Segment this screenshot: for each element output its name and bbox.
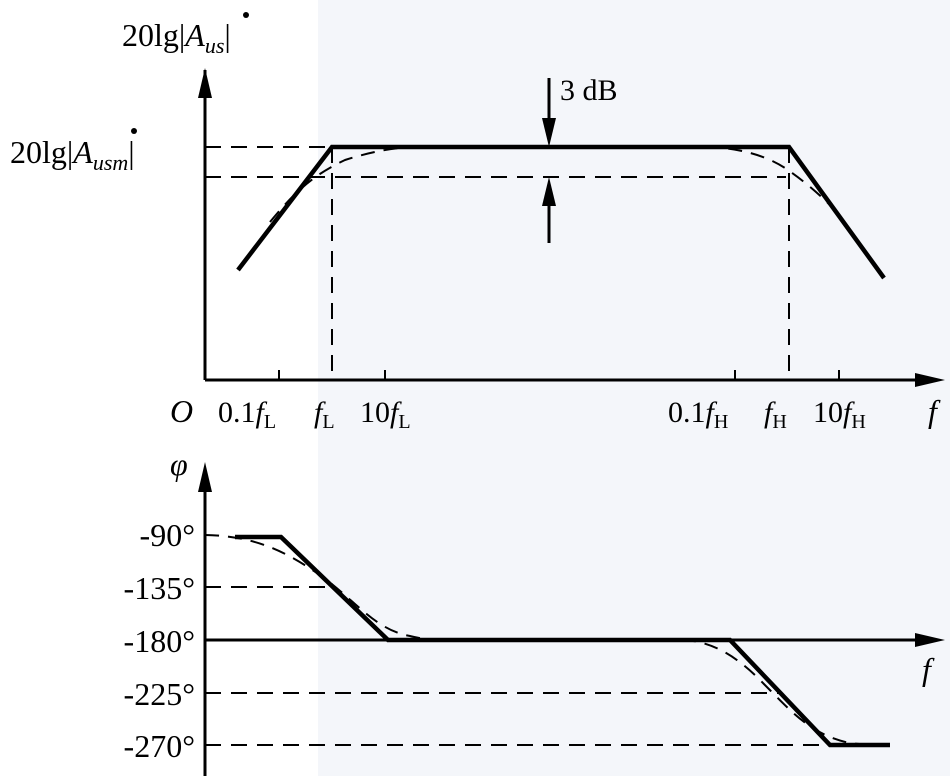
3db-top-arrow-head: [542, 118, 556, 147]
y-axis-label-dot-accent: [243, 12, 249, 18]
phase-tick-minus-180: -180°: [124, 623, 195, 659]
x-tick-label-fh: fH: [764, 396, 787, 433]
magnitude-actual-curve: [269, 146, 841, 223]
x-tick-label-0.1fh: 0.1fH: [668, 396, 728, 433]
phase-tick-minus-135: -135°: [124, 570, 195, 606]
phase-x-axis-arrow: [915, 633, 945, 647]
magnitude-y-axis-label: 20lg|Aus|: [122, 17, 231, 58]
phase-asymptote: [235, 534, 890, 748]
x-tick-label-0.1fl: 0.1fL: [218, 396, 276, 433]
x-tick-label-fl: fL: [314, 396, 335, 433]
x-tick-label-10fh: 10fH: [813, 396, 866, 433]
phase-y-axis-arrow: [198, 462, 212, 492]
phase-tick-minus-270: -270°: [124, 728, 195, 764]
x-tick-label-10fl: 10fL: [360, 396, 411, 433]
mid-band-gain-label: 20lg|Ausm|: [10, 134, 135, 175]
3db-label: 3 dB: [560, 74, 618, 107]
phase-x-axis-label: f: [922, 651, 935, 687]
origin-label: O: [170, 393, 193, 429]
background-panel: [318, 0, 950, 776]
magnitude-asymptote: [236, 144, 886, 280]
phase-tick-minus-225: -225°: [124, 676, 195, 712]
phase-plot: φ f -90° -135° -180° -225° -270°: [124, 446, 945, 776]
level-label-dot-accent: [131, 128, 137, 134]
magnitude-x-axis-arrow: [915, 373, 945, 387]
phase-y-axis-label: φ: [170, 446, 188, 482]
magnitude-x-axis-label: f: [928, 393, 941, 429]
3db-bottom-arrow-head: [542, 177, 556, 206]
magnitude-y-axis-arrow: [198, 68, 212, 98]
phase-tick-minus-90: -90°: [140, 517, 195, 553]
magnitude-plot: 3 dB 20lg|Aus| 20lg|Ausm| O f 0.1fL: [10, 12, 945, 433]
